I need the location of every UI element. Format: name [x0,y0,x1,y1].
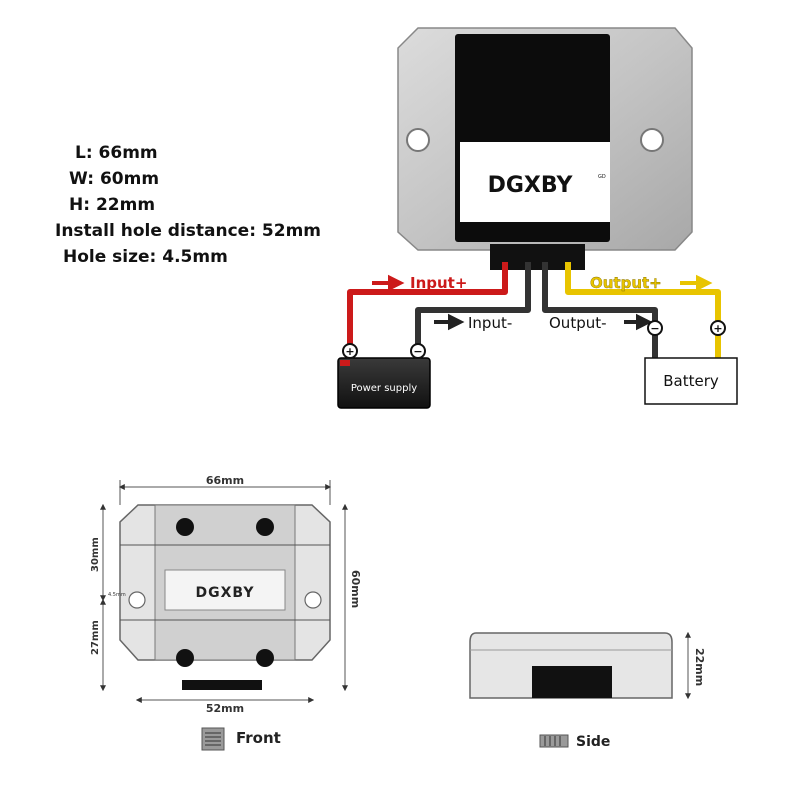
spec-hole-size: Hole size: 4.5mm [63,247,228,267]
spec-list: L: 66mm W: 60mm H: 22mm Install hole dis… [55,140,321,270]
side-drawing [469,631,691,700]
side-view-icon [539,734,569,748]
side-height-dim: 22mm [693,648,706,686]
label-input-plus: Input+ [410,274,467,292]
front-width-dim: 66mm [206,474,244,487]
front-bottom-dim: 27mm [90,620,101,655]
front-drawing [100,480,348,703]
wire-input-plus [347,262,508,345]
front-hole-distance-dim: 52mm [206,702,244,715]
power-supply: Power supply + − [337,343,431,409]
psu-minus-symbol: − [413,345,422,358]
output-minus-arrow [624,313,653,331]
wiring [347,262,721,360]
power-supply-label: Power supply [351,383,417,394]
module-brand-mark: GD [598,174,606,180]
front-view-icon [201,727,225,751]
wire-output-minus [542,262,658,325]
label-input-minus: Input- [468,314,512,332]
psu-plus-terminal [342,343,358,359]
label-output-plus: Output+ [590,274,662,292]
spec-height: H: 22mm [69,195,156,215]
output-plus-arrow [680,274,713,292]
front-caption: Front [236,729,281,747]
side-caption: Side [576,734,610,750]
battery-label: Battery [663,372,719,390]
battery-minus-terminal [647,320,663,336]
mount-hole-left [406,128,430,152]
wire-output-plus [565,262,721,325]
converter-module: DGXBY GD [397,27,693,270]
label-output-minus: Output- [549,314,607,332]
front-hole-dim: 4.5mm [108,592,126,598]
spec-length: L: 66mm [75,143,158,163]
input-minus-arrow [434,313,465,331]
module-brand: DGXBY [488,173,574,198]
battery-plus-terminal [710,320,726,336]
front-brand: DGXBY [196,585,255,601]
spec-width: W: 60mm [69,169,160,189]
input-plus-arrow [372,274,405,292]
battery: Battery − + [644,320,738,405]
psu-plus-symbol: + [345,345,354,358]
battery-plus-symbol: + [713,322,722,335]
wire-input-minus [415,262,531,345]
spec-hole-distance: Install hole distance: 52mm [55,221,321,241]
psu-minus-terminal [410,343,426,359]
module-label [460,142,610,222]
battery-minus-symbol: − [650,322,659,335]
mount-hole-right [640,128,664,152]
front-height-dim: 60mm [349,570,362,608]
front-top-dim: 30mm [90,537,101,572]
